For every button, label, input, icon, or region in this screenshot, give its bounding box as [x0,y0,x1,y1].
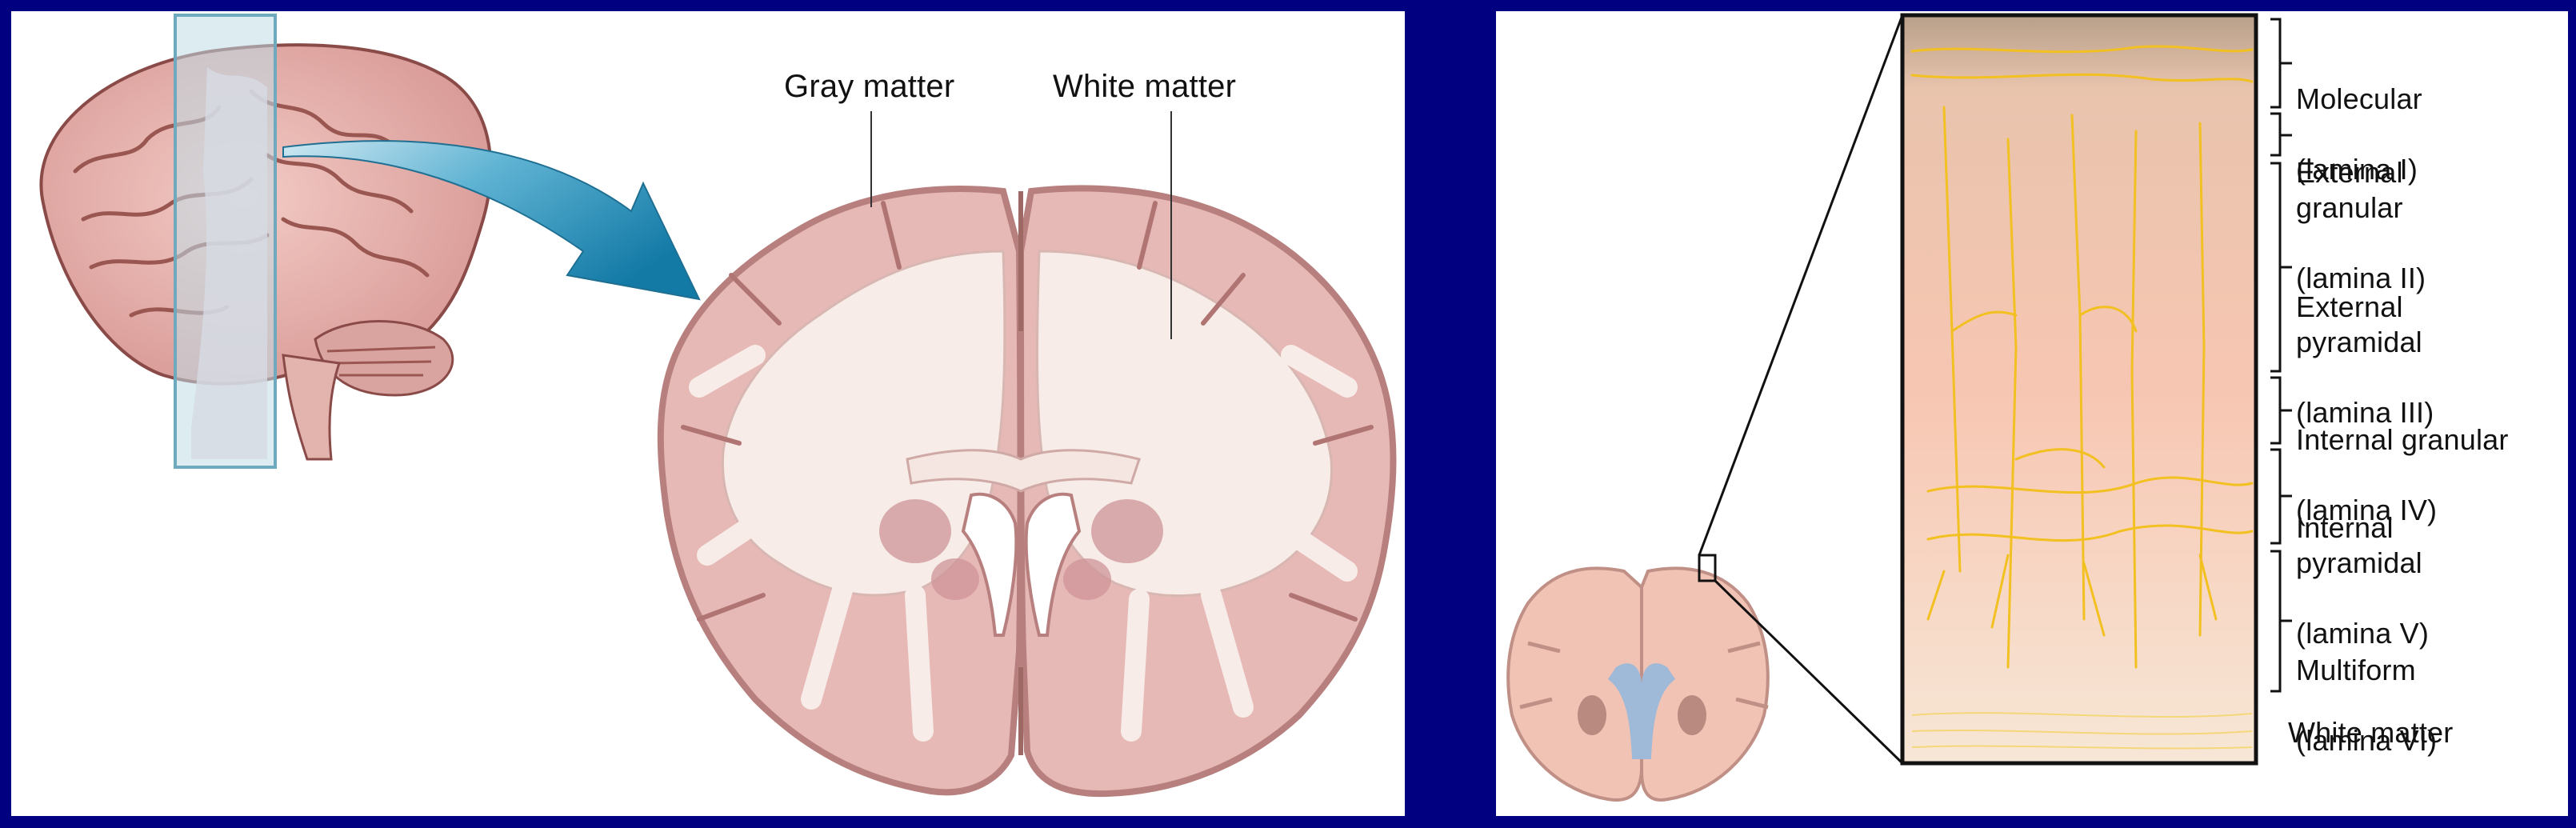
left-panel-drawing [39,14,1397,798]
layer-1-lamina: (lamina I) [2296,153,2418,186]
left-panel: Gray matter White matter [11,11,1405,816]
layer-5-lamina: (lamina V) [2296,617,2430,650]
layer-6-lamina: (lamina VI) [2296,724,2438,757]
layer-3-lamina: (lamina III) [2296,396,2434,429]
layer-6-label: Multiform (lamina VI) [2296,618,2437,758]
layer-4-label: Internal granular (lamina IV) [2296,387,2509,528]
layer-2-name: External granular [2296,156,2403,224]
zoom-box [1698,554,1717,582]
small-coronal-section-icon [1506,566,1770,802]
layer-brackets [2270,18,2292,693]
layer-4-name: Internal granular [2296,423,2509,456]
layer-1-label: Molecular (lamina I) [2296,46,2422,187]
layer-6-name: Multiform [2296,654,2416,686]
layer-5-label: Internal pyramidal (lamina V) [2296,475,2429,651]
white-matter-right-label: White matter [2288,716,2454,749]
layer-4-lamina: (lamina IV) [2296,494,2438,526]
layer-2-label: External granular (lamina II) [2296,120,2426,296]
coronal-plane-icon [174,14,277,469]
cortex-column-icon [1900,13,2258,766]
layer-1-name: Molecular [2296,82,2422,115]
right-panel: Molecular (lamina I) External granular (… [1496,11,2568,816]
layer-2-lamina: (lamina II) [2296,262,2426,294]
right-panel-drawing [1506,13,2292,802]
white-matter-label: White matter [1053,69,1237,104]
coronal-section-icon [657,185,1397,798]
curved-arrow-icon [282,140,701,301]
gray-matter-label: Gray matter [784,69,955,104]
layer-3-name: External pyramidal [2296,290,2422,358]
layer-5-name: Internal pyramidal [2296,511,2422,579]
layer-3-label: External pyramidal (lamina III) [2296,254,2434,430]
